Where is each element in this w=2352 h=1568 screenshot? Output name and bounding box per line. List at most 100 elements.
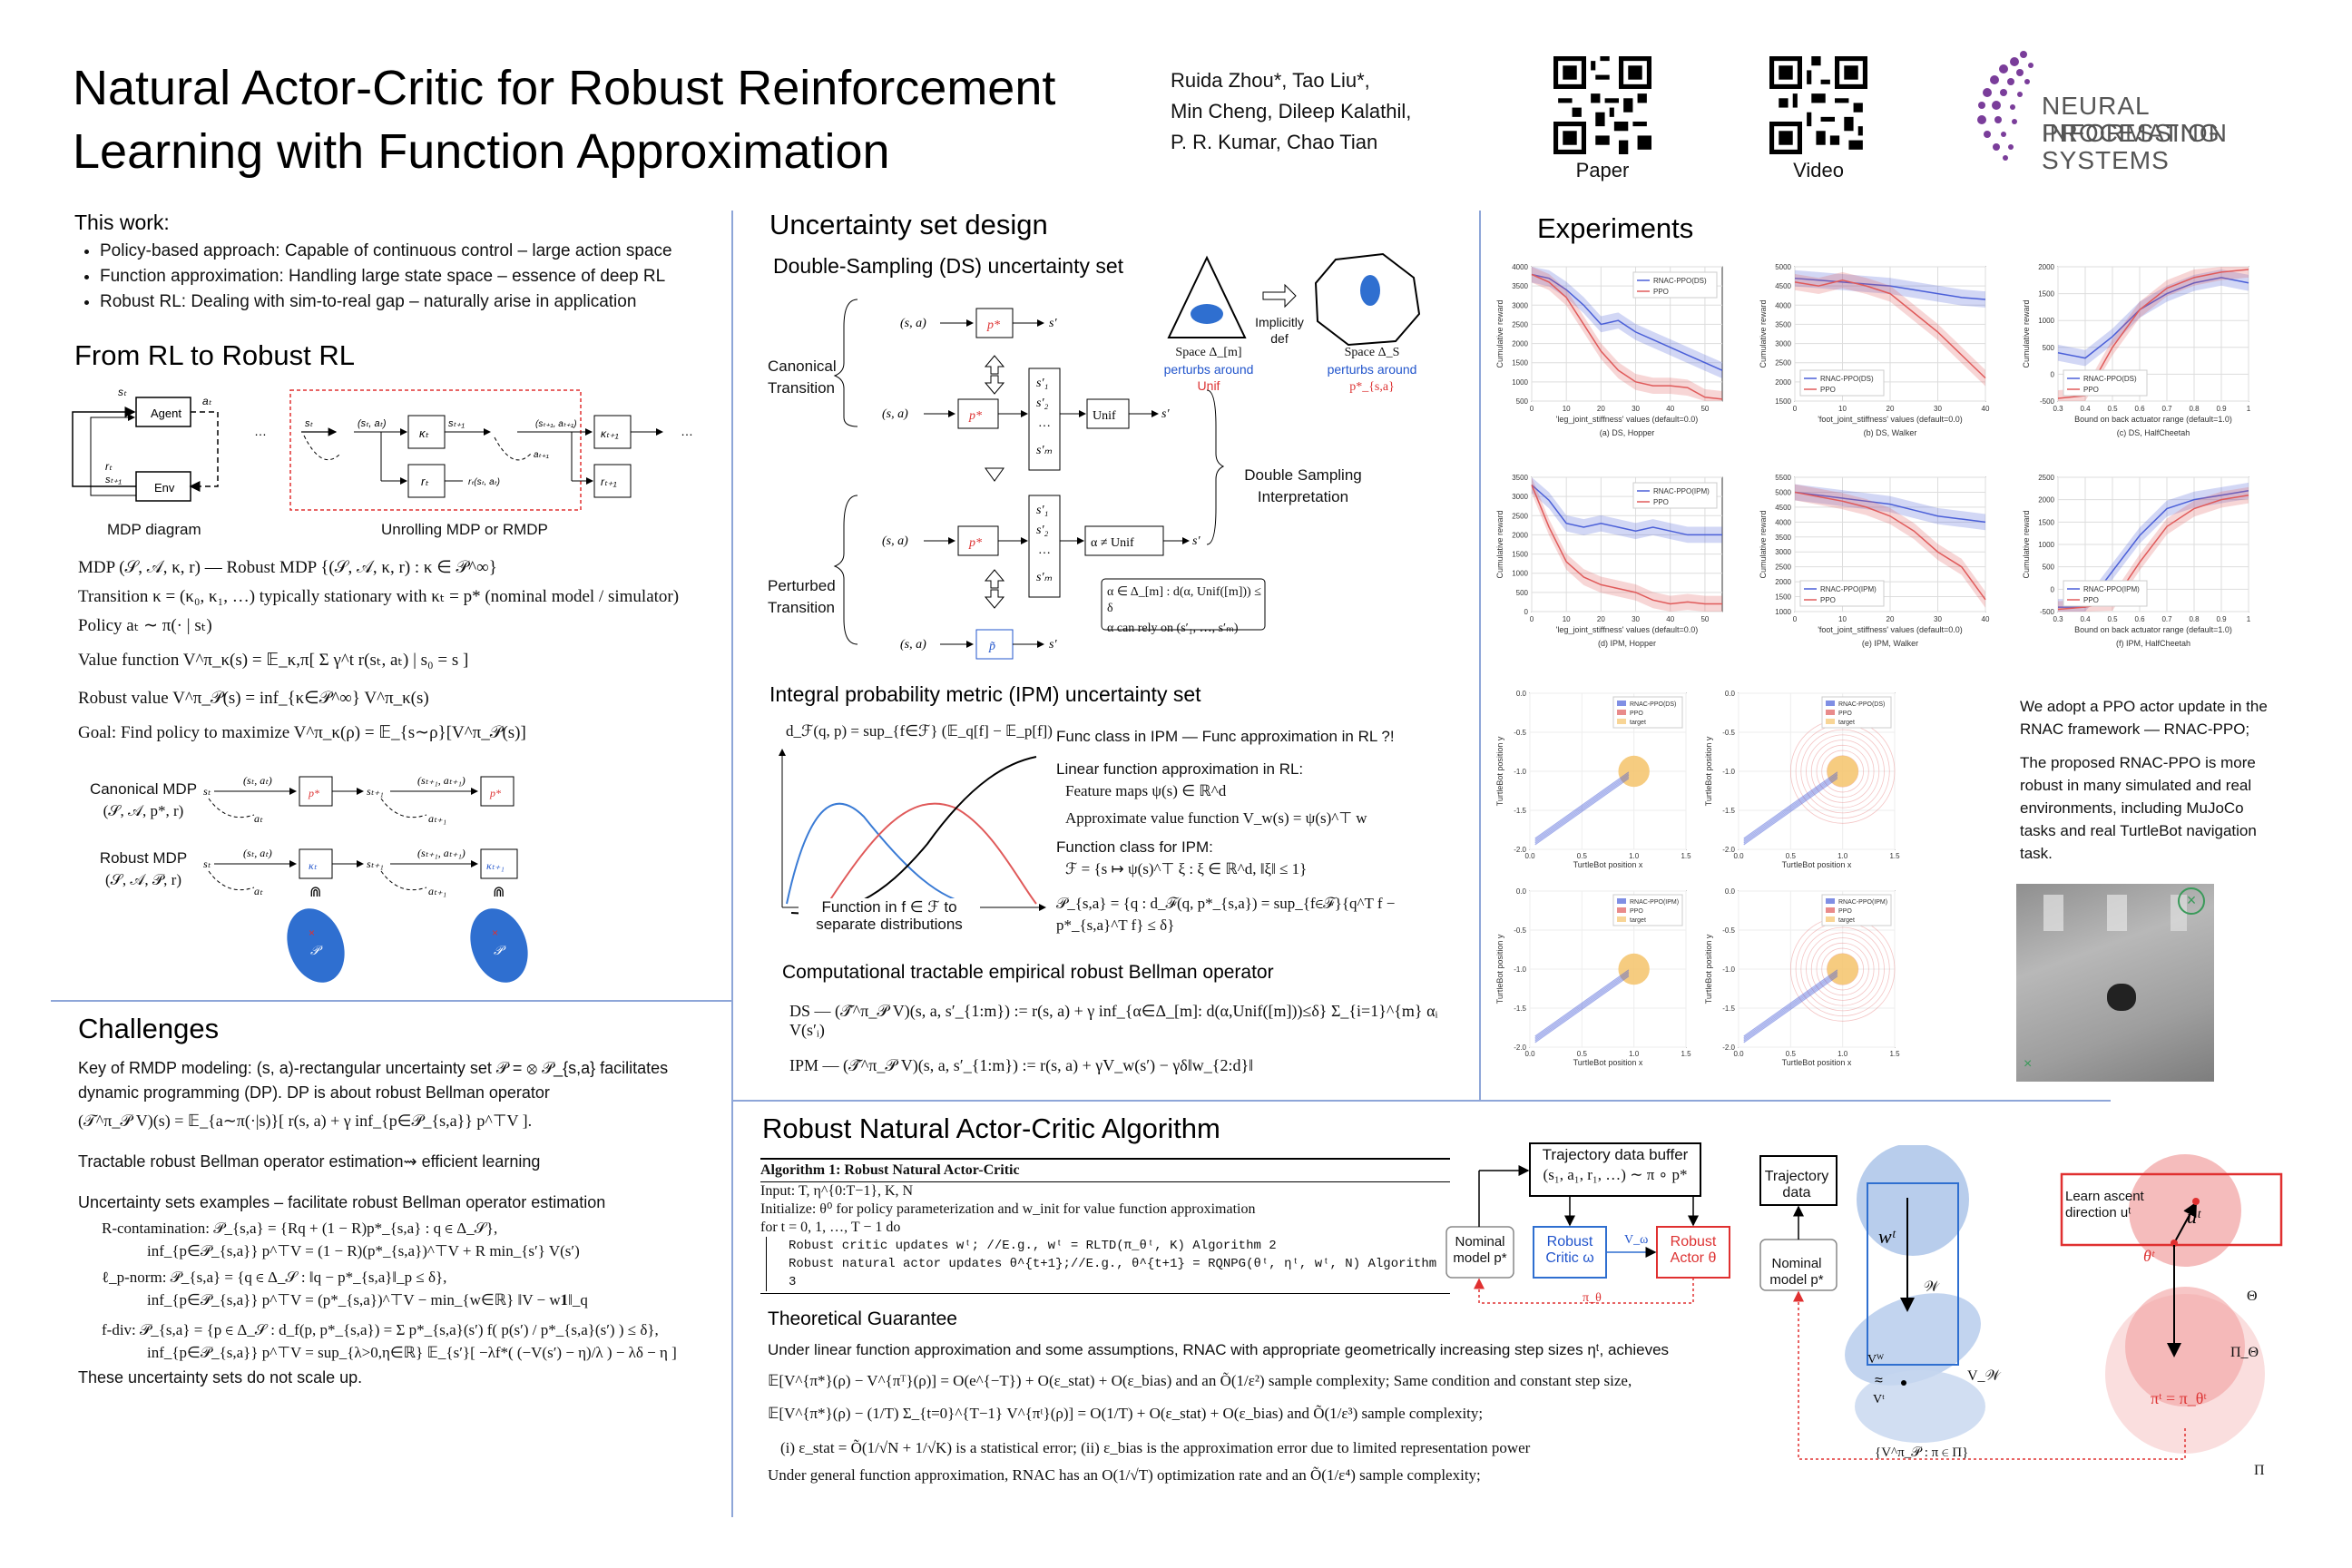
legend-label: PPO	[2083, 596, 2099, 604]
rnac-trajectory	[1743, 771, 1838, 839]
legend-swatch	[1826, 907, 1835, 913]
svg-text:s′: s′	[1049, 638, 1057, 652]
algorithm-box: Algorithm 1: Robust Natural Actor-Critic…	[760, 1158, 1450, 1294]
y-tick-label: -2.0	[1722, 846, 1735, 854]
y-tick-label: -1.5	[1514, 1004, 1526, 1013]
series-band	[1532, 477, 1722, 612]
x-tick-label: 10	[1563, 405, 1571, 413]
ds-heading: Double-Sampling (DS) uncertainty set	[773, 254, 1124, 278]
y-axis-label: Cumulative reward	[1495, 299, 1504, 368]
divider	[731, 1100, 733, 1517]
x-tick-label: 0.9	[2216, 615, 2227, 623]
turtlebot-photo: × ×	[2016, 884, 2214, 1082]
x-tick-label: 0.5	[1577, 1050, 1588, 1058]
theory-body: Under linear function approximation and …	[768, 1341, 1670, 1484]
y-tick-label: 2000	[1512, 340, 1528, 348]
y-tick-label: -1.5	[1722, 807, 1735, 815]
chart-title: (d) IPM, Hopper	[1598, 639, 1656, 648]
legend-box	[1632, 271, 1718, 299]
y-tick-label: 1000	[1775, 608, 1791, 616]
legend-swatch	[1826, 916, 1835, 922]
qr-video[interactable]: Video	[1769, 56, 1867, 182]
svg-text:(sₜ₊₁, aₜ₊₁): (sₜ₊₁, aₜ₊₁)	[417, 774, 466, 787]
pi-theta-set-label: Π_Θ	[2230, 1345, 2259, 1360]
this-work-section: This work: Policy-based approach: Capabl…	[74, 211, 710, 315]
legend-box	[2063, 580, 2148, 607]
legend-swatch	[1826, 701, 1835, 706]
y-tick-label: 0	[2051, 585, 2055, 593]
start-marker-icon: ×	[2024, 1056, 2033, 1072]
svg-text:α ≠ Unif: α ≠ Unif	[1091, 536, 1134, 550]
list-item: Robust RL: Dealing with sim-to-real gap …	[100, 289, 710, 315]
x-tick-label: 0.5	[1786, 1050, 1797, 1058]
rnac-trajectory	[1743, 778, 1838, 846]
ipm-heading: Integral probability metric (IPM) uncert…	[769, 682, 1201, 706]
y-tick-label: 1000	[2038, 541, 2054, 549]
rl-definitions: MDP (𝒮, 𝒜, κ, r) — Robust MDP {(𝒮, 𝒜, κ,…	[78, 555, 713, 746]
this-work-heading: This work:	[74, 211, 170, 234]
series-line	[1794, 279, 1986, 379]
svg-text:Vᵂ: Vᵂ	[1867, 1353, 1884, 1367]
x-tick-label: 30	[1934, 405, 1942, 413]
y-axis-label: TurtleBot position y	[1495, 934, 1504, 1004]
svg-text:…: …	[681, 424, 693, 438]
y-tick-label: 2000	[2038, 496, 2054, 505]
ds-conditions: α ∈ Δ_[m] : d(α, Unif([m])) ≤ δ α can re…	[1107, 585, 1261, 635]
x-tick-label: 1.5	[1889, 852, 1900, 860]
y-tick-label: -1.0	[1514, 768, 1526, 776]
x-tick-label: 40	[1666, 405, 1674, 413]
rnac-trajectory	[1534, 773, 1630, 841]
y-axis-label: TurtleBot position y	[1495, 736, 1504, 806]
y-tick-label: -0.5	[1722, 926, 1735, 935]
y-tick-label: 0.0	[1725, 690, 1736, 698]
svg-text:p*: p*	[968, 409, 982, 423]
series-line	[1531, 485, 1722, 605]
y-tick-label: 4500	[1775, 504, 1791, 512]
chart-title: (c) DS, HalfCheetah	[2117, 428, 2190, 437]
ipm-plot-caption: Function in f ∈ ℱ to separate distributi…	[799, 898, 980, 933]
series-line	[1531, 273, 1723, 400]
svg-text:rₜ: rₜ	[421, 475, 429, 488]
svg-text:uᵗ: uᵗ	[2187, 1205, 2201, 1228]
logo-line1: NEURAL INFORMATION	[2042, 92, 2228, 147]
svg-text:aₜ₊₁: aₜ₊₁	[428, 885, 446, 897]
mdp-chain-diagram: sₜ (sₜ, aₜ) aₜ p* sₜ₊₁ (sₜ₊₁, aₜ₊₁) aₜ₊₁…	[203, 774, 528, 983]
geometry-illustration: wᵗ Vᵂ ≈ Vᵗ uᵗ θᵗ	[1759, 1145, 2283, 1460]
y-tick-label: 2500	[1775, 564, 1791, 572]
svg-text:s′₂: s′₂	[1036, 397, 1049, 410]
y-tick-label: -0.5	[1514, 729, 1526, 737]
legend-label: RNAC-PPO(DS)	[1838, 701, 1885, 708]
y-tick-label: 0.0	[1725, 887, 1736, 896]
y-tick-label: 0.0	[1516, 887, 1527, 896]
legend-label: PPO	[1653, 498, 1669, 506]
list-item: ℓ_p-norm: 𝒫_{s,a} = {q ∈ Δ_𝒮 : ‖q − p*_{…	[102, 1269, 447, 1286]
x-axis-label: TurtleBot position x	[1573, 1058, 1643, 1067]
mdp-caption: MDP diagram	[107, 521, 201, 538]
rnac-trajectory	[1743, 776, 1838, 844]
legend-label: RNAC-PPO(IPM)	[2083, 585, 2140, 593]
y-tick-label: 2500	[1512, 512, 1528, 520]
definition-line: Robust value V^π_𝒫(s) = inf_{κ∈𝒫^∞} V^π_…	[78, 689, 429, 708]
nominal-model-box-2: Nominal model p*	[1769, 1256, 1824, 1288]
svg-text:≈: ≈	[1875, 1373, 1883, 1388]
x-tick-label: 0.9	[2216, 405, 2227, 413]
ds-interpretation-label: Double Sampling Interpretation	[1244, 466, 1362, 505]
rnac-trajectory	[1743, 971, 1838, 1039]
svg-text:sₜ: sₜ	[118, 386, 127, 398]
legend-label: RNAC-PPO(DS)	[1820, 375, 1874, 383]
computational-heading: Computational tractable empirical robust…	[782, 962, 1274, 983]
qr-paper[interactable]: Paper	[1553, 56, 1651, 182]
pi-set-label: Π	[2254, 1463, 2265, 1478]
x-tick-label: 1.5	[1681, 1050, 1691, 1058]
series-line	[1794, 491, 1986, 524]
svg-text:(s, a): (s, a)	[882, 534, 908, 548]
series-line	[1531, 484, 1722, 536]
y-tick-label: -0.5	[1514, 926, 1526, 935]
series-band	[2058, 267, 2249, 401]
theta-label: Θ	[2247, 1289, 2258, 1304]
y-tick-label: 5000	[1775, 263, 1791, 271]
neurips-logo: NEURAL INFORMATION PROCESSING SYSTEMS	[1969, 45, 2332, 174]
legend-label: PPO	[1630, 710, 1643, 717]
mdp-diagram: sₜ aₜ rₜ sₜ₊₁ … … sₜ (sₜ, aₜ) κₜ rₜ sₜ₊₁…	[72, 386, 693, 511]
theory-heading: Theoretical Guarantee	[768, 1308, 957, 1329]
